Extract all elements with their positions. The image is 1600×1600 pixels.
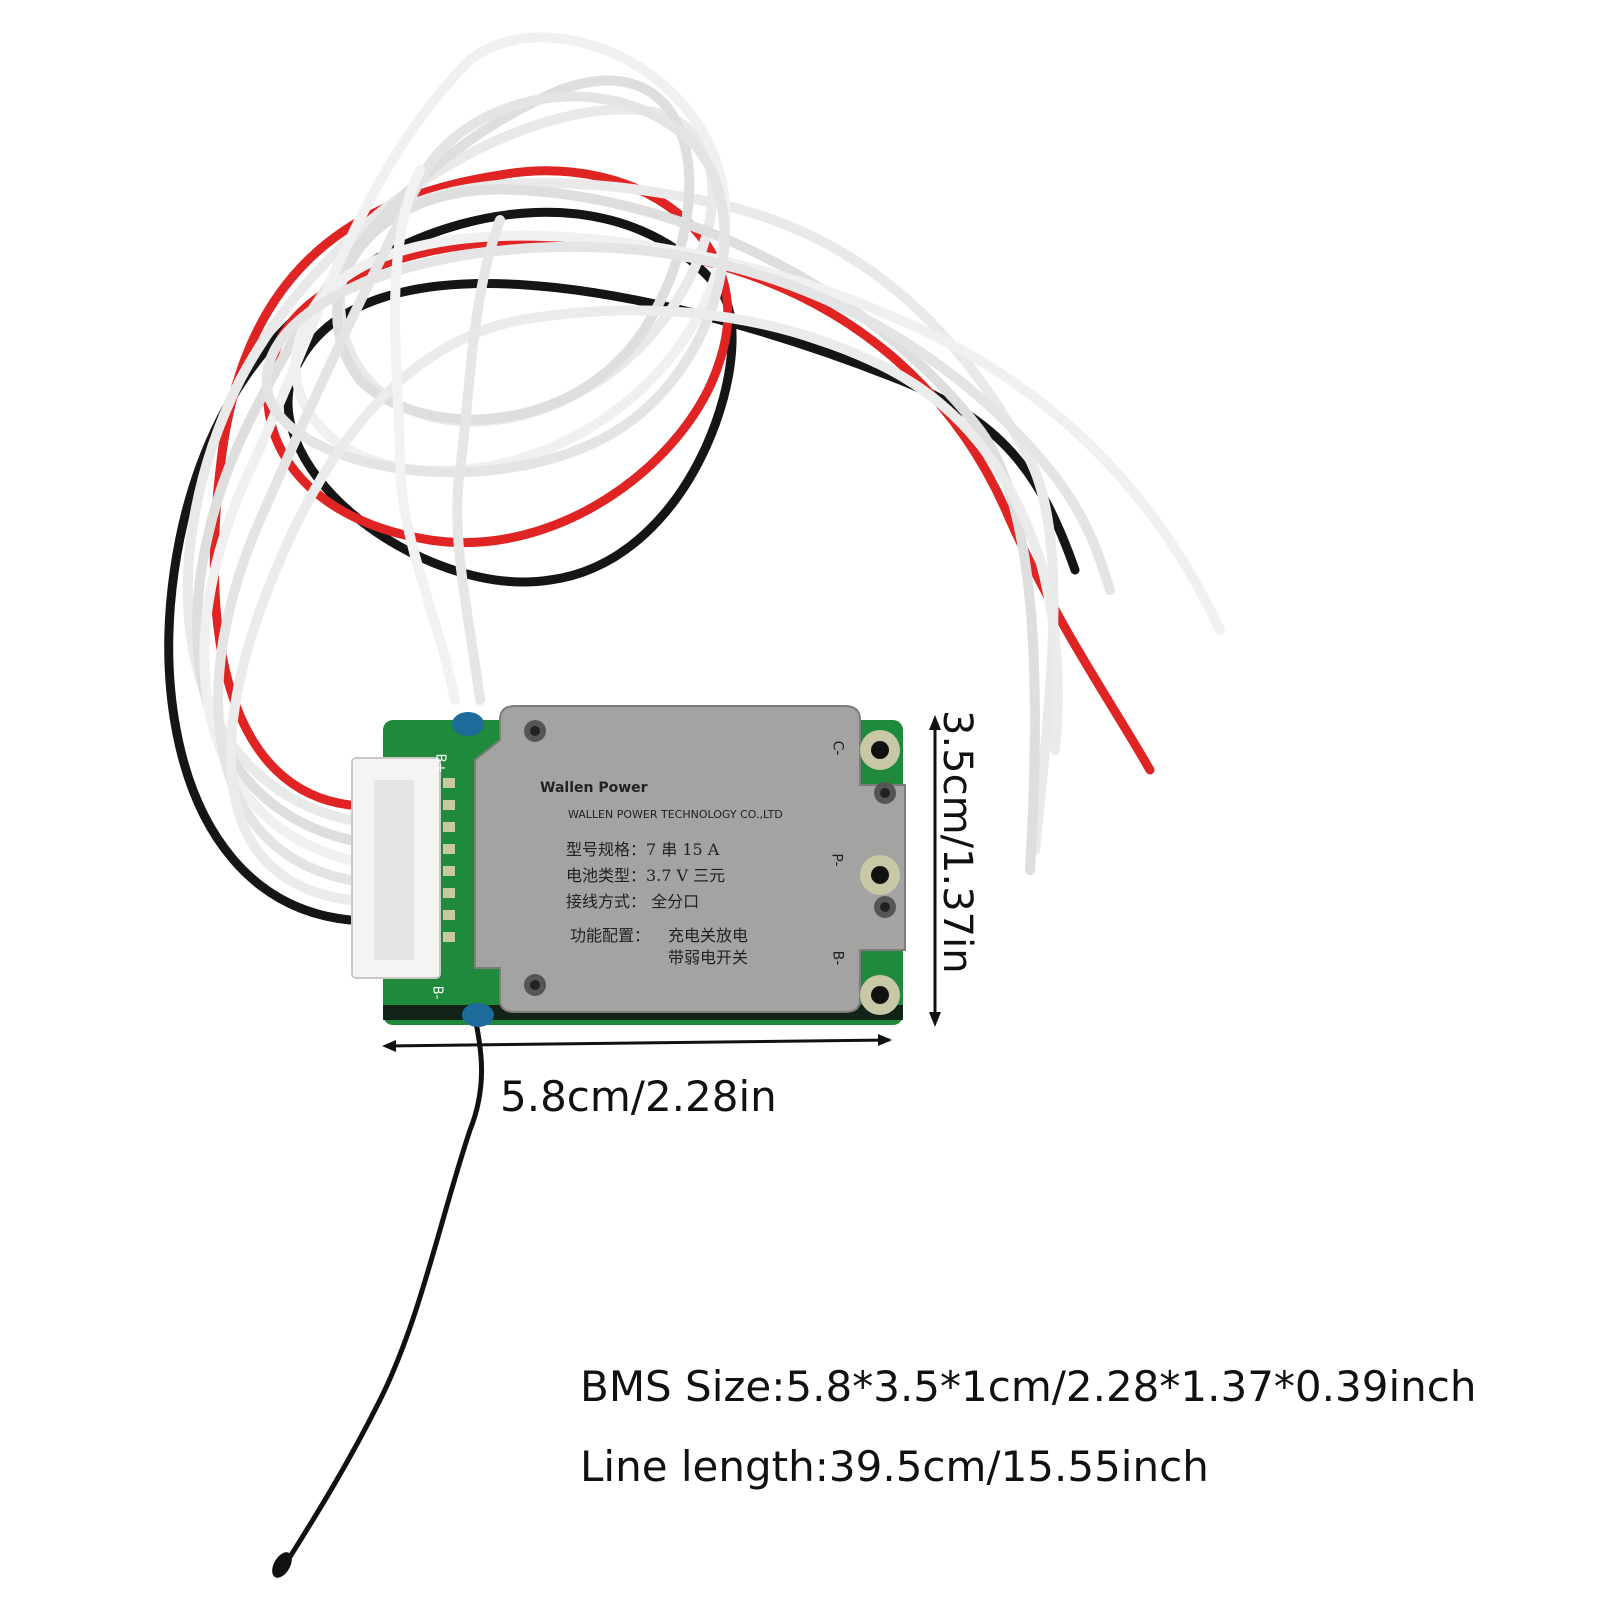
black-wire [164, 207, 1080, 925]
white-wire [199, 32, 1225, 865]
metal-shield [474, 705, 906, 1013]
line-length-text: Line length:39.5cm/15.55inch [580, 1442, 1209, 1491]
pad-label-p: P- [828, 853, 845, 867]
thermistor-probe [272, 1552, 292, 1578]
function-1: 充电关放电 [668, 926, 749, 945]
bms-size-text: BMS Size:5.8*3.5*1cm/2.28*1.37*0.39inch [580, 1362, 1477, 1411]
company-label: WALLEN POWER TECHNOLOGY CO.,LTD [568, 808, 783, 821]
height-dimension-label: 3.5cm/1.37in [934, 710, 980, 974]
wire-harness [164, 32, 1225, 925]
model-line: 型号规格：7 串 15 A [566, 840, 720, 859]
bms-board [351, 705, 906, 1027]
wiring-line: 接线方式： 全分口 [566, 892, 700, 911]
battery-line: 电池类型：3.7 V 三元 [566, 866, 726, 885]
height-arrow [929, 715, 941, 1027]
pad-label-b: B- [829, 950, 846, 966]
white-wire [225, 305, 1063, 905]
width-dimension-label: 5.8cm/2.28in [500, 1072, 777, 1121]
white-wire [213, 91, 1115, 885]
connector-label-bplus: B+ [432, 753, 448, 774]
function-2: 带弱电开关 [668, 948, 749, 967]
red-wire [209, 166, 1155, 810]
thermistor-wire [282, 994, 485, 1567]
white-wire [192, 75, 1040, 875]
connector-label-bminus: B- [429, 985, 445, 1000]
white-wire [390, 165, 460, 705]
white-wire [452, 215, 505, 705]
pad-label-c: C- [829, 740, 846, 756]
width-arrow [382, 1034, 892, 1052]
function-label: 功能配置： [570, 926, 651, 945]
brand-label: Wallen Power [540, 780, 648, 796]
